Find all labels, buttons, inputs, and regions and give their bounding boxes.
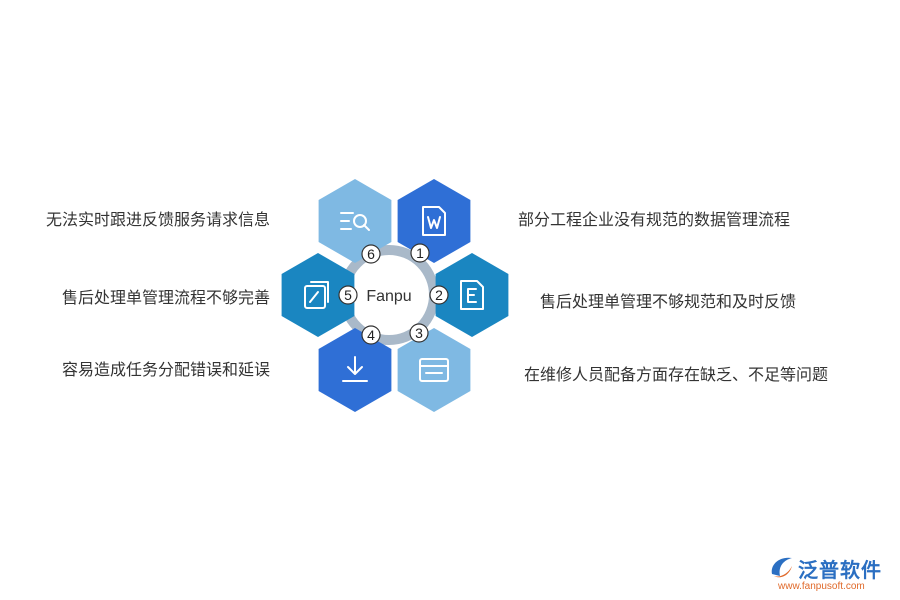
hex-tile-2 xyxy=(435,253,509,337)
number-badge-2: 2 xyxy=(429,285,449,305)
number-badge-5: 5 xyxy=(338,285,358,305)
item-1-label: 部分工程企业没有规范的数据管理流程 xyxy=(518,210,791,229)
hex-tile-3 xyxy=(397,328,471,412)
logo-name: 泛普软件 xyxy=(798,558,882,582)
search-list-icon xyxy=(340,212,370,231)
center-label: Fanpu xyxy=(366,288,411,305)
number-badge-1: 1 xyxy=(410,243,430,263)
number-badge-3: 3 xyxy=(409,323,429,343)
word-document-icon xyxy=(422,206,446,236)
number-badge-label: 6 xyxy=(367,246,375,262)
excel-document-icon xyxy=(460,280,484,310)
fanpu-logo: 泛普软件 www.fanpusoft.com xyxy=(768,554,898,598)
number-badge-label: 2 xyxy=(435,287,443,303)
number-badge-label: 3 xyxy=(415,325,423,341)
number-badge-label: 5 xyxy=(344,287,352,303)
number-badge-4: 4 xyxy=(361,325,381,345)
hex-tile-1 xyxy=(397,179,471,263)
number-badge-label: 1 xyxy=(416,245,424,261)
number-badge-label: 4 xyxy=(367,327,375,343)
item-2-label: 售后处理单管理不够规范和及时反馈 xyxy=(540,292,797,311)
item-4-label: 容易造成任务分配错误和延误 xyxy=(62,360,271,379)
hex-tile-6 xyxy=(318,179,392,263)
logo-mark-icon xyxy=(771,557,792,578)
link-pages-icon xyxy=(304,281,329,309)
item-3-label: 在维修人员配备方面存在缺乏、不足等问题 xyxy=(524,365,829,384)
window-icon xyxy=(419,358,449,382)
hex-tile-4 xyxy=(318,328,392,412)
item-6-label: 无法实时跟进反馈服务请求信息 xyxy=(46,210,271,229)
download-icon xyxy=(342,356,368,382)
number-badge-6: 6 xyxy=(361,244,381,264)
hex-tile-5 xyxy=(281,253,355,337)
item-5-label: 售后处理单管理流程不够完善 xyxy=(62,288,271,307)
logo-url: www.fanpusoft.com xyxy=(778,581,865,592)
hexagon xyxy=(281,253,355,337)
hexagon xyxy=(397,328,471,412)
